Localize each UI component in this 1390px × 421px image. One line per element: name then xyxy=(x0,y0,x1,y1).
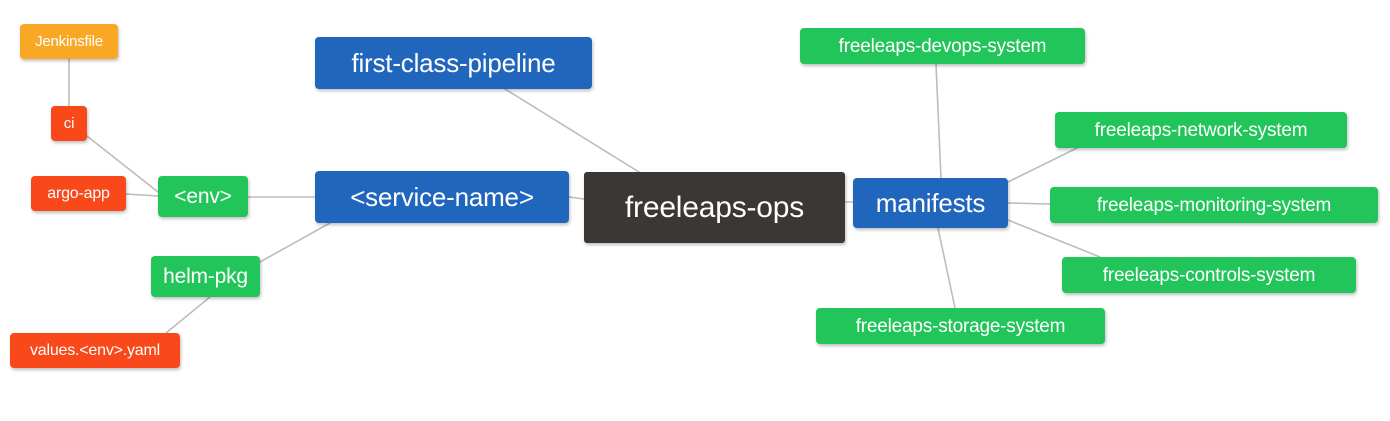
node-label-service-name: <service-name> xyxy=(350,182,534,212)
edge-values-yaml-to-helm-pkg xyxy=(165,296,211,334)
node-values-yaml[interactable]: values.<env>.yaml xyxy=(10,333,180,368)
node-env[interactable]: <env> xyxy=(158,176,248,217)
node-jenkinsfile[interactable]: Jenkinsfile xyxy=(20,24,118,59)
edge-manifests-to-monitoring xyxy=(1007,202,1051,205)
edge-manifests-to-devops xyxy=(935,63,942,179)
node-label-root: freeleaps-ops xyxy=(624,190,805,224)
node-label-ci: ci xyxy=(63,115,75,132)
node-root[interactable]: freeleaps-ops xyxy=(584,172,845,243)
node-label-monitoring: freeleaps-monitoring-system xyxy=(1096,194,1332,216)
node-devops[interactable]: freeleaps-devops-system xyxy=(800,28,1085,64)
edge-service-name-to-root xyxy=(568,196,585,200)
node-label-controls: freeleaps-controls-system xyxy=(1102,264,1316,286)
node-label-network: freeleaps-network-system xyxy=(1094,119,1308,141)
edge-helm-pkg-to-service-name xyxy=(259,222,331,263)
node-label-values-yaml: values.<env>.yaml xyxy=(29,341,160,359)
node-controls[interactable]: freeleaps-controls-system xyxy=(1062,257,1356,293)
node-label-env: <env> xyxy=(174,185,232,208)
node-label-pipeline: first-class-pipeline xyxy=(351,48,556,78)
edge-manifests-to-controls xyxy=(1007,219,1101,258)
edge-manifests-to-storage xyxy=(937,227,956,309)
edge-argo-app-to-env xyxy=(125,193,159,197)
node-ci[interactable]: ci xyxy=(51,106,87,141)
edge-manifests-to-network xyxy=(1007,147,1078,183)
node-label-helm-pkg: helm-pkg xyxy=(163,265,248,288)
node-argo-app[interactable]: argo-app xyxy=(31,176,126,211)
node-label-jenkinsfile: Jenkinsfile xyxy=(35,33,103,50)
edge-pipeline-to-root xyxy=(504,88,640,173)
node-manifests[interactable]: manifests xyxy=(853,178,1008,228)
node-pipeline[interactable]: first-class-pipeline xyxy=(315,37,592,89)
node-monitoring[interactable]: freeleaps-monitoring-system xyxy=(1050,187,1378,223)
node-storage[interactable]: freeleaps-storage-system xyxy=(816,308,1105,344)
node-helm-pkg[interactable]: helm-pkg xyxy=(151,256,260,297)
node-label-storage: freeleaps-storage-system xyxy=(855,315,1066,337)
node-label-manifests: manifests xyxy=(875,188,986,218)
node-network[interactable]: freeleaps-network-system xyxy=(1055,112,1347,148)
node-label-argo-app: argo-app xyxy=(47,184,110,202)
node-service-name[interactable]: <service-name> xyxy=(315,171,569,223)
node-label-devops: freeleaps-devops-system xyxy=(838,35,1047,57)
